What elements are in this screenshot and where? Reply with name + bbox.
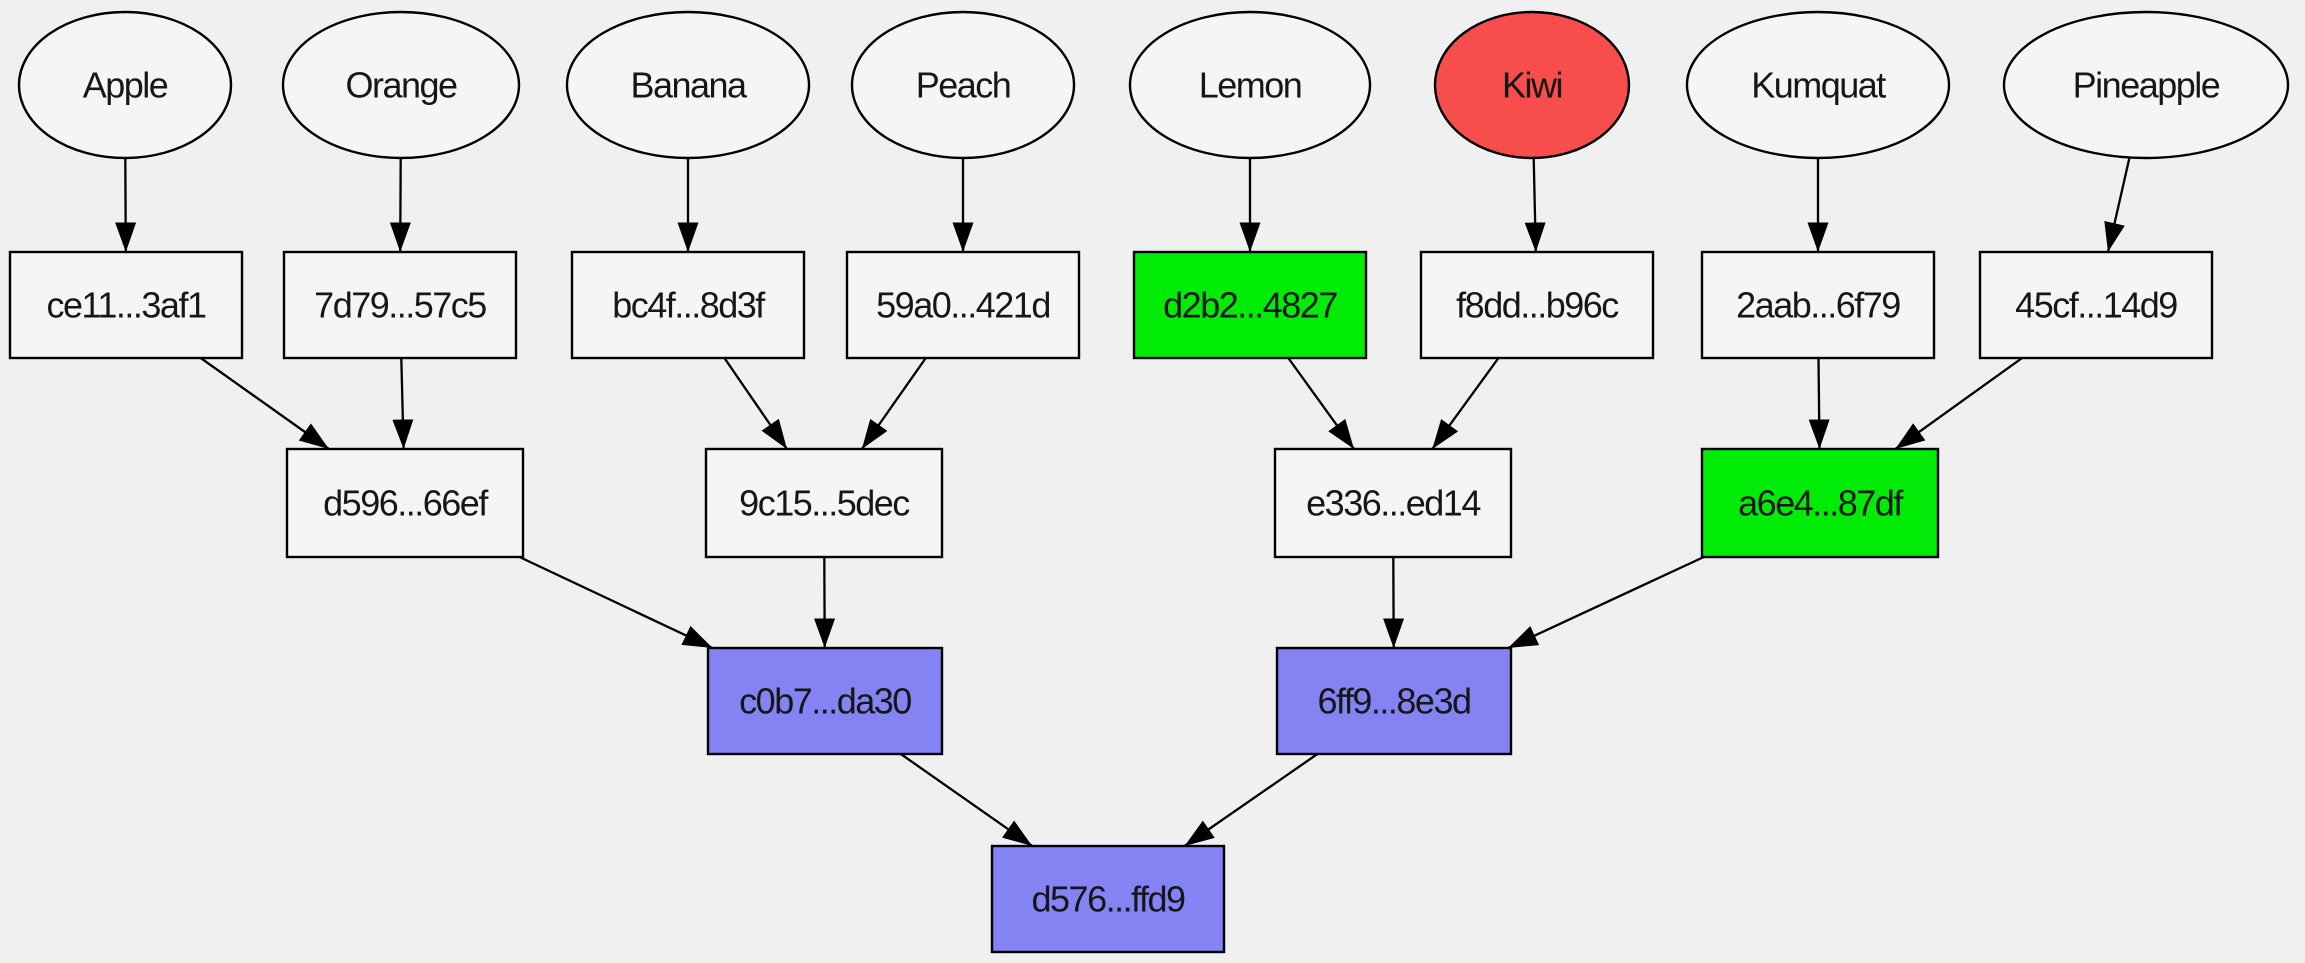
node-apple xyxy=(17,10,233,160)
node-n_d576 xyxy=(990,844,1226,954)
node-h_apple-label: ce11...3af1 xyxy=(47,285,206,326)
edge-h_orange-n_d596 xyxy=(392,357,414,450)
edge-apple-h_apple xyxy=(115,157,137,253)
node-peach-label: Peach xyxy=(916,65,1011,106)
node-n_c0b7-label: c0b7...da30 xyxy=(739,681,911,722)
edge-h_kumquat-n_a6e4 xyxy=(1808,357,1830,450)
node-orange-label: Orange xyxy=(345,65,457,106)
node-banana-label: Banana xyxy=(630,65,748,106)
node-kiwi-label: Kiwi xyxy=(1502,65,1562,106)
node-apple-label: Apple xyxy=(83,65,168,106)
node-h_kiwi xyxy=(1419,250,1655,360)
node-h_peach-label: 59a0...421d xyxy=(876,285,1050,326)
node-banana xyxy=(565,10,811,160)
node-orange xyxy=(281,10,521,160)
node-pineapple-label: Pineapple xyxy=(2073,65,2220,106)
node-h_banana-label: bc4f...8d3f xyxy=(612,285,766,326)
edge-pineapple-h_pineapple xyxy=(2104,157,2131,253)
edge-h_pineapple-n_a6e4 xyxy=(1894,357,2023,450)
node-h_pineapple-label: 45cf...14d9 xyxy=(2015,285,2177,326)
edge-h_kiwi-n_e336 xyxy=(1431,357,1500,450)
edge-n_c0b7-n_d576 xyxy=(900,753,1033,847)
node-h_kumquat-label: 2aab...6f79 xyxy=(1736,285,1900,326)
node-h_orange xyxy=(282,250,518,360)
node-n_a6e4-label: a6e4...87df xyxy=(1738,483,1904,524)
node-kumquat xyxy=(1685,10,1951,160)
edge-orange-h_orange xyxy=(389,157,411,253)
node-h_lemon-label: d2b2...4827 xyxy=(1163,285,1337,326)
node-n_e336 xyxy=(1273,447,1513,559)
node-h_kiwi-label: f8dd...b96c xyxy=(1456,285,1619,326)
node-pineapple xyxy=(2002,10,2290,160)
edge-h_apple-n_d596 xyxy=(200,357,330,450)
node-peach xyxy=(850,10,1076,160)
edge-h_lemon-n_e336 xyxy=(1287,357,1355,450)
edge-n_a6e4-n_6ff9 xyxy=(1507,555,1705,650)
node-kumquat-label: Kumquat xyxy=(1751,65,1886,106)
node-lemon xyxy=(1128,10,1372,160)
node-h_lemon xyxy=(1132,250,1368,360)
node-h_pineapple xyxy=(1978,250,2214,360)
node-h_banana xyxy=(570,250,806,360)
node-h_apple xyxy=(8,250,244,360)
edge-kiwi-h_kiwi xyxy=(1524,157,1546,253)
node-h_kumquat xyxy=(1700,250,1936,360)
edge-h_banana-n_9c15 xyxy=(723,357,788,450)
node-n_9c15 xyxy=(704,447,944,559)
node-n_d576-label: d576...ffd9 xyxy=(1032,879,1185,920)
node-n_9c15-label: 9c15...5dec xyxy=(739,483,910,524)
node-h_orange-label: 7d79...57c5 xyxy=(314,285,486,326)
node-lemon-label: Lemon xyxy=(1199,65,1302,106)
edge-n_d596-n_c0b7 xyxy=(519,555,714,650)
node-h_peach xyxy=(845,250,1081,360)
node-n_e336-label: e336...ed14 xyxy=(1306,483,1480,524)
edge-h_peach-n_9c15 xyxy=(860,357,927,450)
node-n_d596 xyxy=(285,447,525,559)
node-n_d596-label: d596...66ef xyxy=(323,483,489,524)
node-n_6ff9-label: 6ff9...8e3d xyxy=(1318,681,1471,722)
node-n_a6e4 xyxy=(1700,447,1940,559)
node-n_c0b7 xyxy=(706,646,944,756)
node-n_6ff9 xyxy=(1275,646,1513,756)
node-kiwi xyxy=(1433,10,1631,160)
edge-n_6ff9-n_d576 xyxy=(1183,753,1319,847)
